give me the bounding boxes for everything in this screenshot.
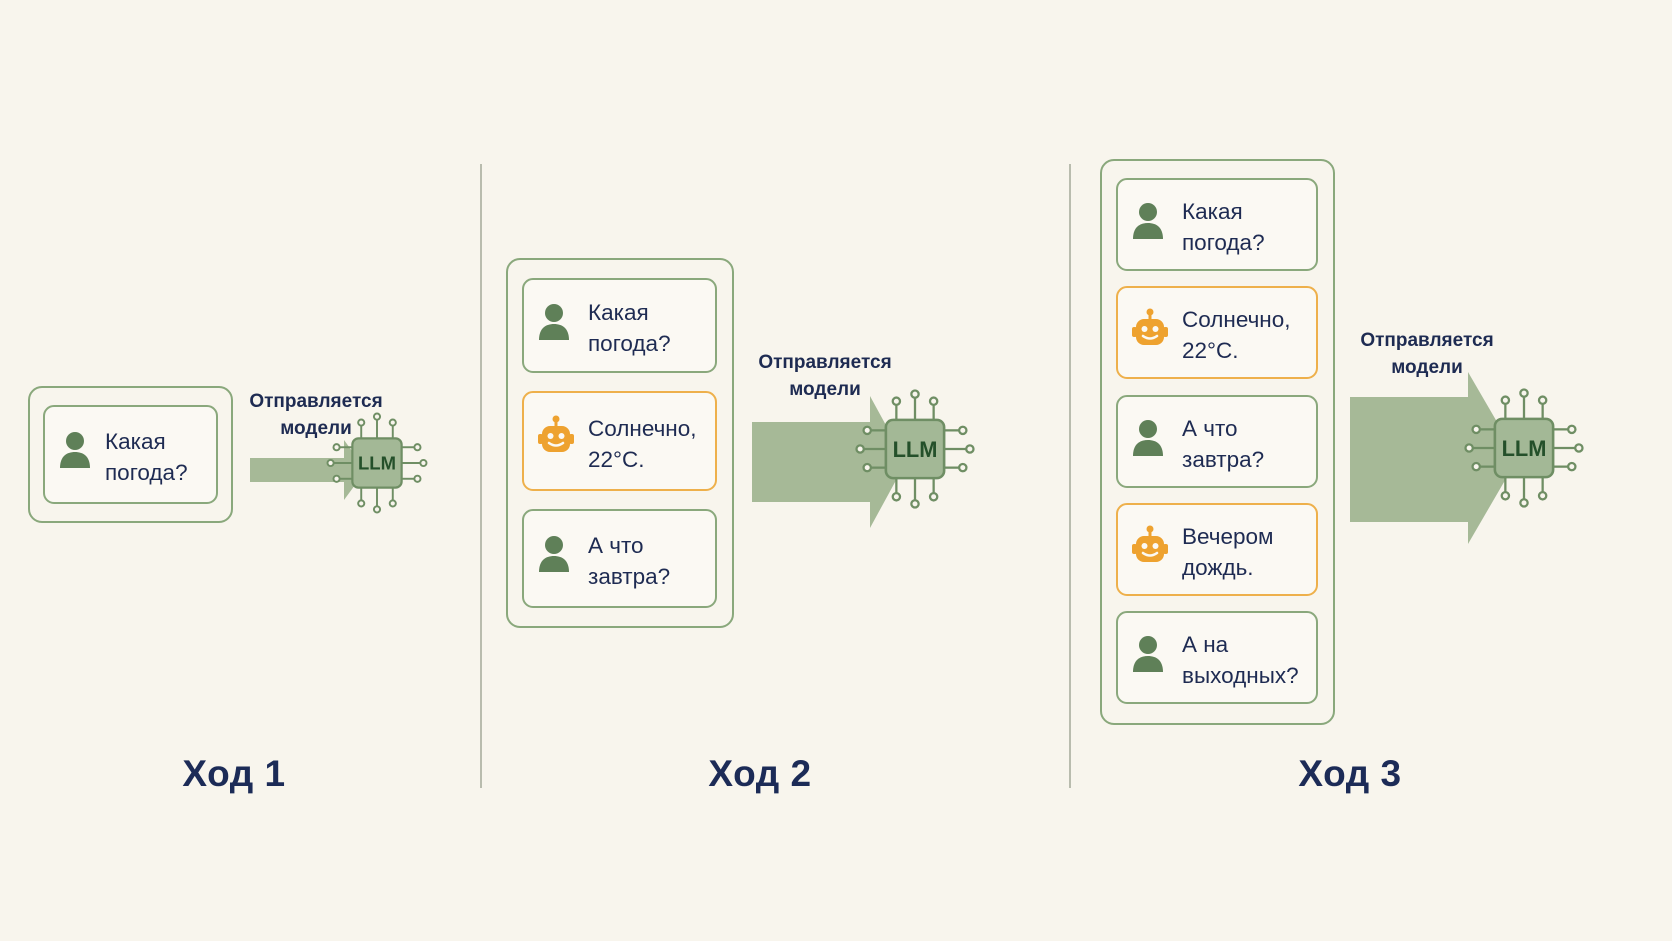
- robot-icon: [1132, 525, 1172, 569]
- message-text: Какая погода?: [105, 429, 188, 485]
- robot-icon: [1132, 308, 1172, 352]
- assistant-message: Солнечно, 22°C.: [522, 391, 717, 491]
- user-icon: [1132, 201, 1172, 245]
- message-text: Какая погода?: [588, 300, 671, 356]
- user-icon: [1132, 634, 1172, 678]
- message-text: Солнечно, 22°C.: [588, 416, 697, 472]
- llm-chip-icon: LLM: [1464, 388, 1584, 508]
- message-text: А на выходных?: [1182, 632, 1299, 688]
- user-message: А что завтра?: [1116, 395, 1318, 488]
- assistant-message: Вечером дождь.: [1116, 503, 1318, 596]
- divider-1: [480, 164, 482, 788]
- assistant-message: Солнечно, 22°C.: [1116, 286, 1318, 379]
- user-icon: [538, 302, 578, 346]
- divider-2: [1069, 164, 1071, 788]
- user-message: А на выходных?: [1116, 611, 1318, 704]
- robot-icon: [538, 415, 578, 459]
- llm-label: LLM: [358, 453, 396, 474]
- user-icon: [538, 534, 578, 578]
- llm-chip-icon: LLM: [326, 412, 428, 514]
- user-message: Какая погода?: [522, 278, 717, 373]
- conversation-container: [506, 258, 734, 628]
- llm-label: LLM: [893, 437, 938, 462]
- message-text: А что завтра?: [1182, 416, 1265, 472]
- sent-to-model-label: Отправляется модели: [249, 391, 383, 439]
- sent-to-model-label: Отправляется модели: [1360, 330, 1494, 378]
- user-icon: [1132, 418, 1172, 462]
- user-icon: [59, 430, 99, 474]
- message-text: Вечером дождь.: [1182, 524, 1274, 580]
- arrow: [250, 440, 366, 500]
- sent-to-model-label: Отправляется модели: [758, 352, 892, 400]
- arrow: [1350, 372, 1518, 544]
- message-text: Какая погода?: [1182, 199, 1265, 255]
- turn-title: Ход 1: [182, 753, 286, 794]
- turn-title: Ход 2: [708, 753, 812, 794]
- message-text: Солнечно, 22°C.: [1182, 307, 1291, 363]
- user-message: Какая погода?: [43, 405, 218, 504]
- user-message: А что завтра?: [522, 509, 717, 608]
- llm-chip-icon: LLM: [855, 389, 975, 509]
- message-text: А что завтра?: [588, 533, 671, 589]
- llm-label: LLM: [1502, 436, 1547, 461]
- conversation-container: [1100, 159, 1335, 725]
- user-message: Какая погода?: [1116, 178, 1318, 271]
- turn-title: Ход 3: [1298, 753, 1402, 794]
- conversation-container: [28, 386, 233, 523]
